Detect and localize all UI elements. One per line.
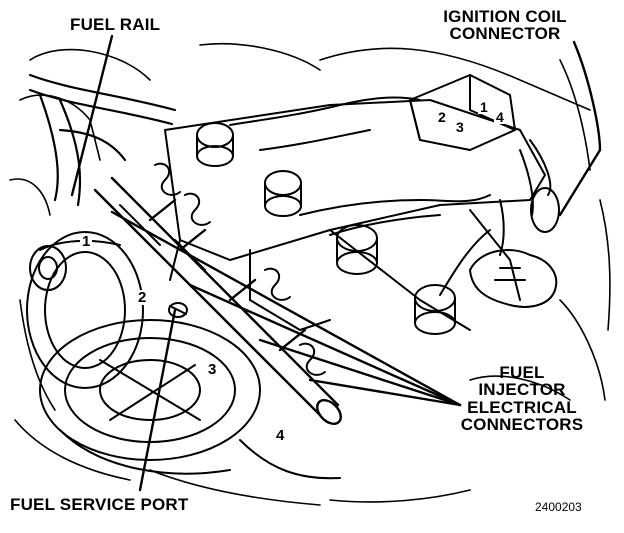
label-fuel-injector-line3: ELECTRICAL: [467, 397, 577, 417]
label-ignition-coil-line1: IGNITION COIL: [443, 7, 567, 26]
wiring-harness: [229, 96, 505, 296]
injector-number-2: 2: [136, 289, 149, 306]
leader-injector-2: [188, 283, 462, 407]
leader-lines: [70, 34, 602, 492]
coil-number-3: 3: [454, 119, 466, 135]
engine-background: [9, 42, 611, 506]
fuel-service-port: [168, 302, 188, 318]
leader-ignition-coil: [558, 40, 602, 217]
label-fuel-service-port: FUEL SERVICE PORT: [10, 495, 189, 514]
label-fuel-rail: FUEL RAIL: [70, 15, 161, 34]
label-fuel-injector-line1: FUEL: [499, 363, 545, 382]
coil-number-4: 4: [494, 109, 506, 125]
leader-service-port: [138, 308, 177, 492]
injector-connectors: [119, 162, 326, 376]
label-fuel-injector-line4: CONNECTORS: [460, 414, 584, 434]
figure-id: 2400203: [535, 500, 582, 514]
fuel-rail: [93, 176, 342, 425]
filler-cap: [469, 249, 558, 308]
coil-number-2: 2: [436, 109, 448, 125]
injector-number-3: 3: [206, 361, 219, 378]
label-fuel-injector-electrical-connectors: FUEL INJECTOR ELECTRICAL CONNECTORS: [458, 363, 586, 434]
leader-injector-3: [258, 338, 462, 407]
label-fuel-injector-line2: INJECTOR: [478, 380, 566, 400]
coil-number-1: 1: [478, 99, 490, 115]
leader-fuel-rail: [70, 34, 114, 197]
turbo-housing: [26, 231, 341, 480]
injector-towers: [196, 122, 456, 335]
injector-number-1: 1: [80, 233, 93, 250]
hoses: [28, 73, 177, 207]
label-ignition-coil-line2: CONNECTOR: [449, 24, 561, 44]
leader-injector-4: [308, 378, 462, 407]
label-ignition-coil-connector: IGNITION COIL CONNECTOR: [430, 8, 580, 43]
leader-injector-1: [110, 210, 462, 407]
valve-cover: [164, 99, 546, 331]
injector-number-4: 4: [274, 427, 287, 444]
